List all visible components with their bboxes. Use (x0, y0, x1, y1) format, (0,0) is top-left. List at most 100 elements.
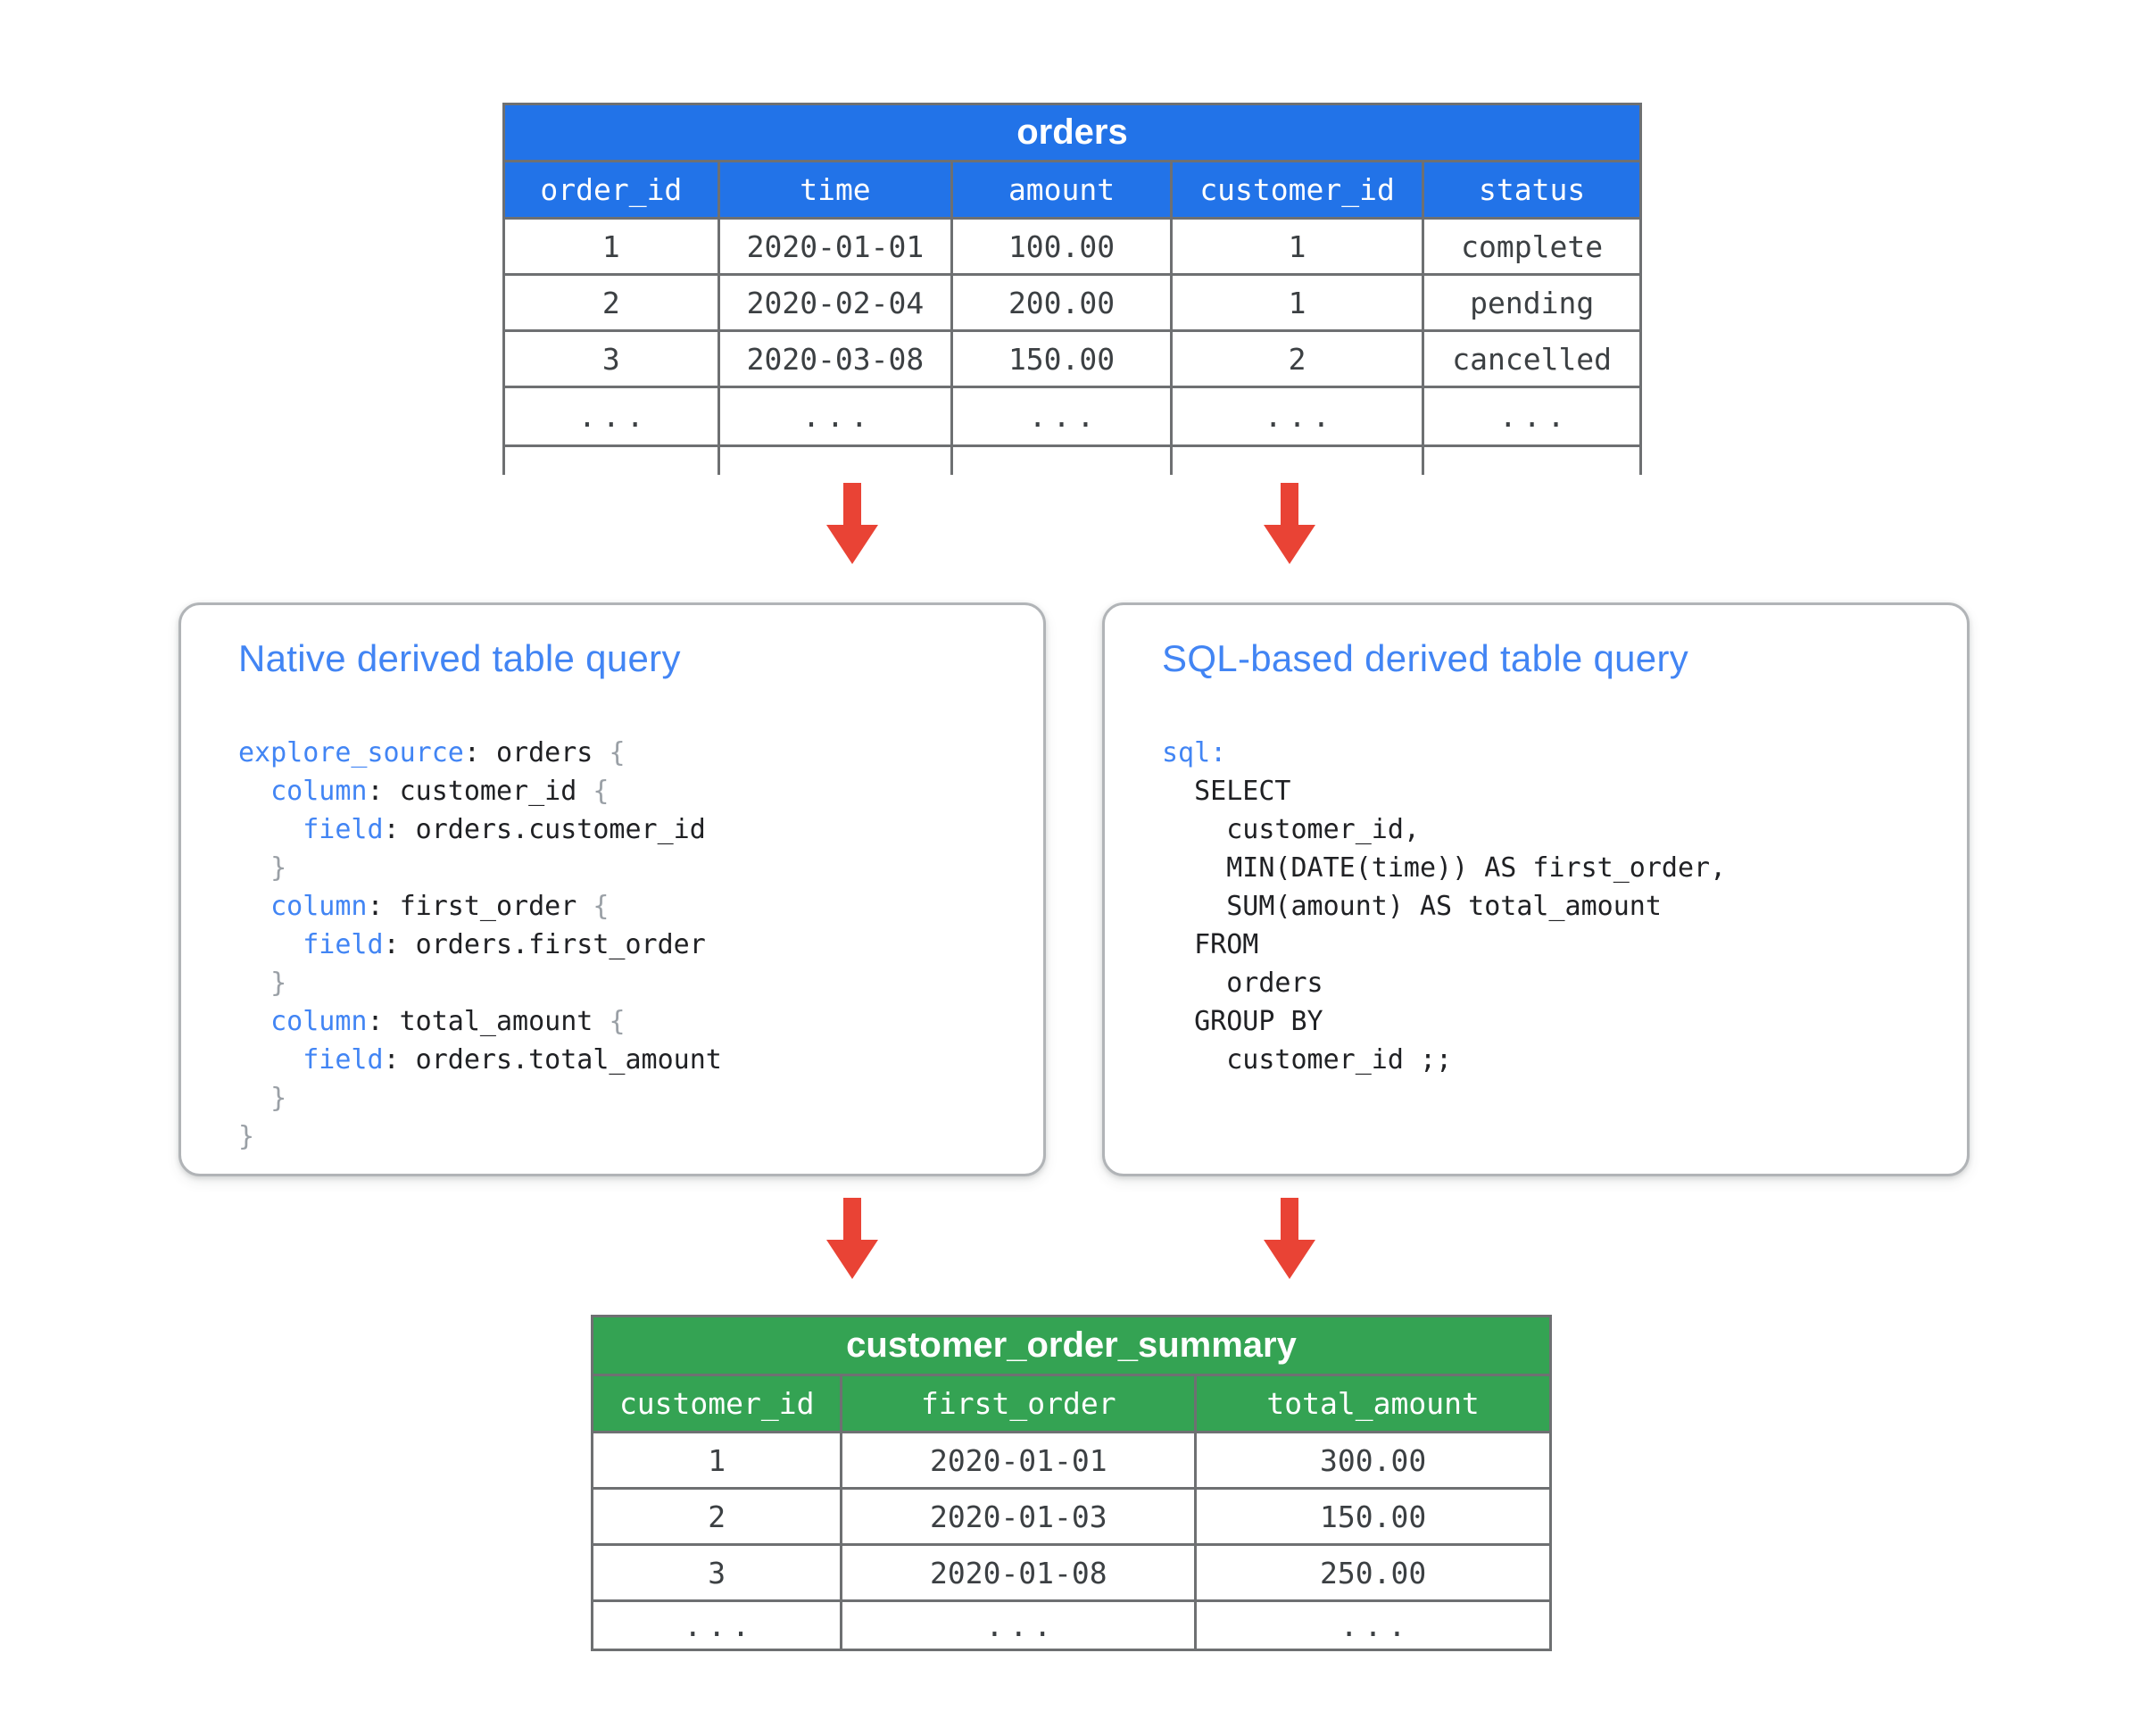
table-cell: 2 (505, 276, 720, 329)
code-text: customer_id, (1162, 814, 1420, 845)
code-text: : total_amount (367, 1006, 610, 1037)
table-cell: 3 (593, 1546, 843, 1599)
column-header-cell: status (1424, 162, 1639, 217)
code-text: : orders.first_order (383, 929, 706, 960)
code-line: MIN(DATE(time)) AS first_order, (1162, 849, 1967, 887)
code-text: SUM(amount) AS total_amount (1162, 891, 1662, 922)
code-line: } (238, 849, 1043, 887)
column-header-cell: amount (953, 162, 1173, 217)
code-line: } (238, 1079, 1043, 1117)
code-text: : orders (463, 737, 610, 768)
code-text (238, 1044, 303, 1076)
code-keyword: field (303, 929, 384, 960)
table-cell: 2020-02-04 (720, 276, 954, 329)
code-line: explore_source: orders { (238, 734, 1043, 772)
code-text (238, 929, 303, 960)
column-header-cell: time (719, 162, 954, 217)
table-cell: ... (1173, 388, 1425, 444)
table-cell: 3 (505, 332, 720, 386)
table-cell (953, 447, 1173, 475)
table-row (505, 447, 1639, 475)
table-cell: ... (505, 388, 720, 444)
code-brace: { (609, 737, 626, 768)
table-cell: 300.00 (1319, 1442, 1427, 1478)
code-text: GROUP BY (1162, 1006, 1323, 1037)
down-arrow-icon (826, 483, 878, 564)
table-cell: 100.00 (953, 220, 1173, 273)
native-query-code: explore_source: orders { column: custome… (238, 734, 1043, 1156)
arrow-shaft (1281, 483, 1298, 525)
code-line: SUM(amount) AS total_amount (1162, 887, 1967, 926)
code-line: customer_id, (1162, 810, 1967, 849)
arrow-head (826, 525, 878, 564)
sql-query-code: sql: SELECT customer_id, MIN(DATE(time))… (1162, 734, 1967, 1079)
column-header-cell: customer_id (1172, 162, 1425, 217)
arrow-shaft (1281, 1198, 1298, 1240)
code-line: orders (1162, 964, 1967, 1002)
code-text (238, 1006, 270, 1037)
code-line: customer_id ;; (1162, 1041, 1967, 1079)
code-text: : first_order (367, 891, 593, 922)
code-text (238, 776, 270, 807)
arrow-head (1264, 525, 1315, 564)
table-cell: ... (842, 1602, 1198, 1649)
code-text (238, 814, 303, 845)
code-line: SELECT (1162, 772, 1967, 810)
code-brace: { (593, 891, 610, 922)
table-cell: 2020-01-08 (842, 1546, 1198, 1599)
sql-query-box: SQL-based derived table query sql: SELEC… (1102, 602, 1970, 1176)
column-header-cell: first_order (842, 1376, 1198, 1431)
code-brace: } (238, 1121, 255, 1152)
table-cell: ... (1498, 399, 1572, 434)
table-cell: pending (1470, 285, 1595, 320)
native-query-box-title: Native derived table query (238, 637, 681, 679)
code-brace: { (609, 1006, 626, 1037)
code-keyword: explore_source (238, 737, 464, 768)
table-cell (1424, 447, 1639, 475)
code-line: GROUP BY (1162, 1002, 1967, 1041)
orders-table-title: orders (505, 105, 1639, 162)
table-cell: 150.00 (1319, 1499, 1427, 1534)
code-text: : orders.customer_id (383, 814, 706, 845)
code-line: column: customer_id { (238, 772, 1043, 810)
code-brace: } (270, 1083, 287, 1114)
code-keyword: field (303, 1044, 384, 1076)
arrow-head (826, 1240, 878, 1279)
table-cell: 2020-03-08 (720, 332, 954, 386)
table-cell: cancelled (1452, 341, 1613, 377)
table-cell: 150.00 (953, 332, 1173, 386)
table-cell: 250.00 (1319, 1555, 1427, 1591)
table-row: ............... (505, 388, 1639, 447)
arrow-shaft (843, 483, 861, 525)
code-brace: } (270, 852, 287, 884)
code-text (238, 891, 270, 922)
table-cell: 2 (1173, 332, 1425, 386)
arrow-head (1264, 1240, 1315, 1279)
column-header-cell: total_amount (1197, 1376, 1549, 1431)
code-line: } (238, 1117, 1043, 1156)
code-text: customer_id ;; (1162, 1044, 1453, 1076)
table-cell: complete (1461, 228, 1604, 264)
table-cell: 2 (593, 1490, 843, 1543)
arrow-shaft (843, 1198, 861, 1240)
code-text: SELECT (1162, 776, 1291, 807)
code-line: field: orders.total_amount (238, 1041, 1043, 1079)
code-text: : orders.total_amount (383, 1044, 722, 1076)
code-text (238, 852, 270, 884)
code-keyword: field (303, 814, 384, 845)
code-keyword: column (270, 891, 368, 922)
code-line: column: first_order { (238, 887, 1043, 926)
table-cell: 2020-01-01 (842, 1433, 1198, 1487)
code-text: MIN(DATE(time)) AS first_order, (1162, 852, 1727, 884)
code-keyword: column (270, 1006, 368, 1037)
